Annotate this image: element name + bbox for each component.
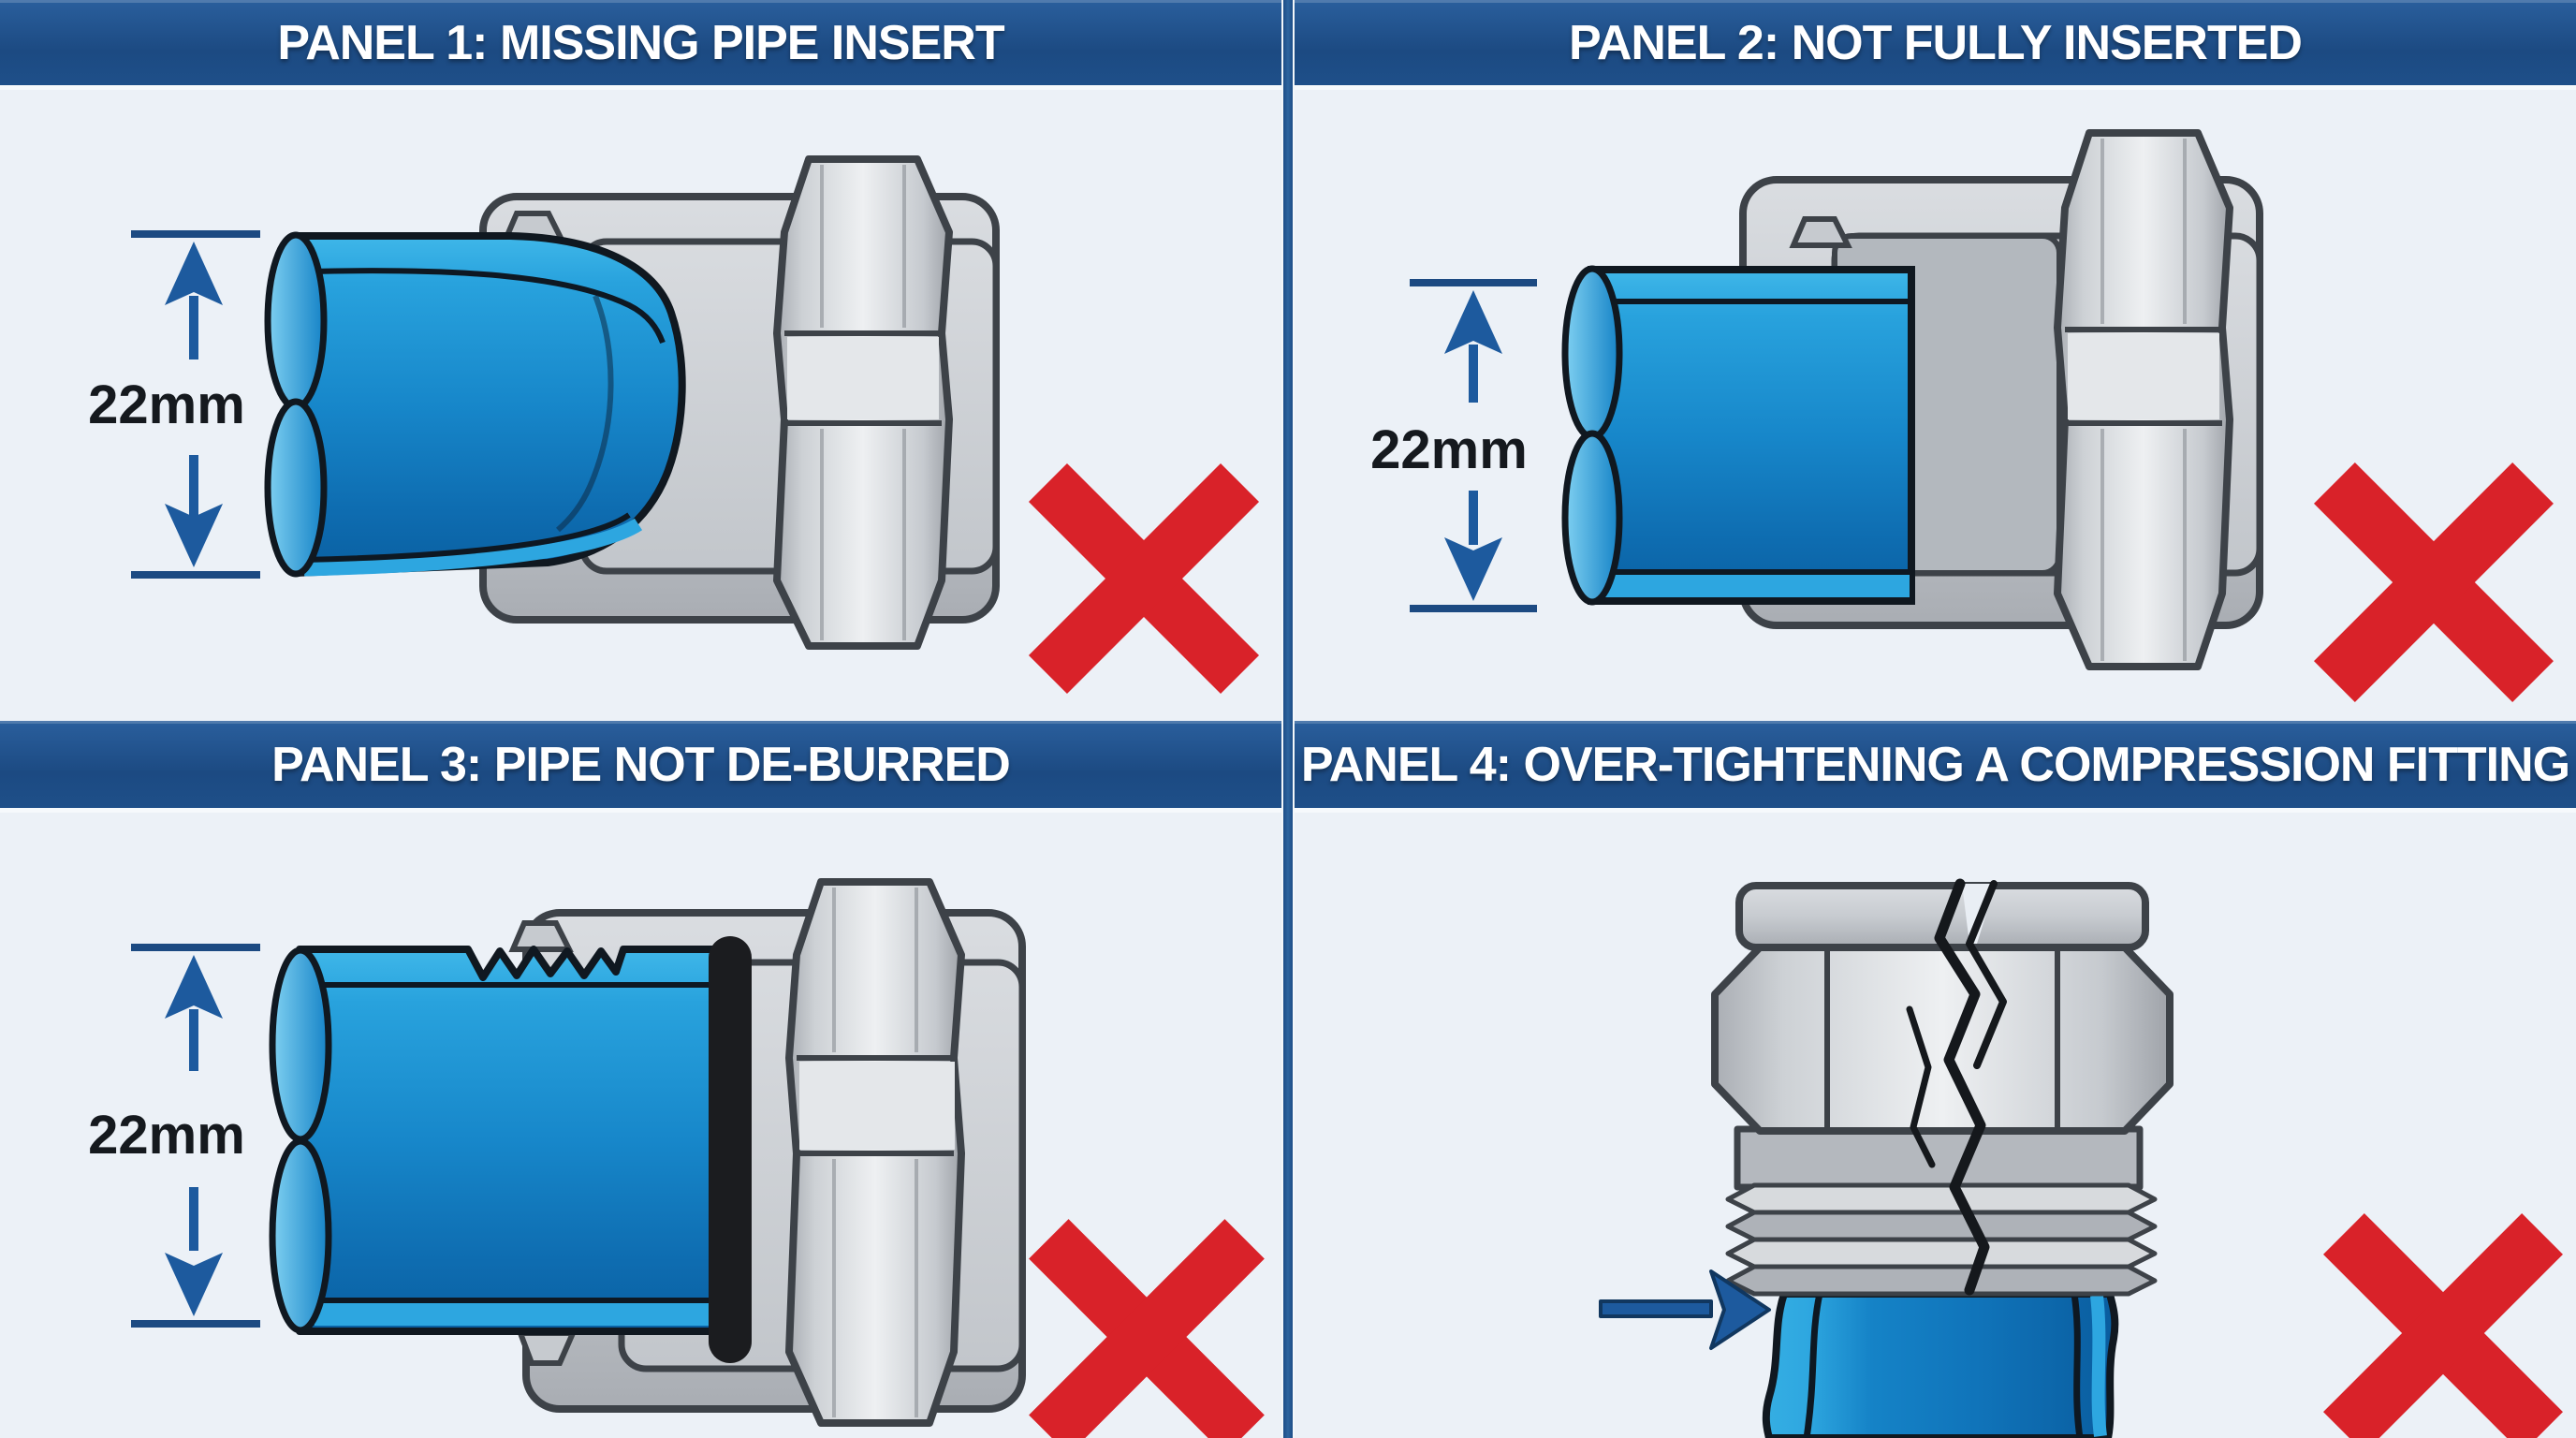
panel1-title: PANEL 1: MISSING PIPE INSERT: [277, 15, 1004, 70]
dimension-arrowhead-up-icon: [165, 242, 223, 305]
crack: [1906, 878, 2007, 1296]
pipe-rim-strip: [2090, 1295, 2107, 1437]
compression-nut: [773, 155, 953, 650]
pipe-rim-strip: [1595, 575, 1910, 597]
thread-ridge: [1725, 1210, 2158, 1242]
crack-branch: [1906, 1005, 1936, 1168]
dimension-22mm: 22mm: [88, 230, 260, 579]
cross-bar: [1029, 1219, 1265, 1438]
nut-mid-band: [2068, 333, 2219, 419]
nut-mid-band: [799, 1062, 955, 1150]
crack-main: [1934, 878, 1990, 1296]
dimension-shaft: [1469, 345, 1478, 403]
pipe-wall: [1588, 266, 1915, 605]
dimension-arrowhead-up-icon: [165, 955, 223, 1019]
pipe-bore-line-top: [310, 268, 666, 345]
panel3-illustration: 22mm: [88, 878, 1265, 1438]
dimension-22mm: 22mm: [88, 944, 260, 1328]
pipe-rim-strip: [303, 518, 643, 577]
thread-ridge: [1725, 1264, 2158, 1297]
pipe-wall-jagged-edge: [296, 946, 730, 1335]
dimension-label: 22mm: [1370, 419, 1528, 480]
pipe-dent-crease: [556, 294, 614, 533]
nut-mid-band: [787, 337, 939, 419]
dimension-shaft: [189, 296, 198, 360]
dimension-shaft: [189, 1009, 198, 1071]
dimension-shaft: [189, 455, 198, 517]
cross-icon: [2323, 1213, 2563, 1438]
panel-divider: [1281, 0, 1295, 1438]
thread-ridge: [1725, 1182, 2158, 1215]
dimension-arrowhead-down-icon: [165, 504, 223, 567]
pipe-bore-line-right: [2071, 1293, 2084, 1438]
dimension-shaft: [189, 1187, 198, 1251]
pipe-burred: [269, 946, 730, 1335]
nut-hex-band: [1711, 944, 2174, 1135]
o-ring: [709, 936, 752, 1363]
insert-guide-tab: [1789, 216, 1852, 248]
dimension-arrowhead-down-icon: [1444, 537, 1502, 601]
panel2-title: PANEL 2: NOT FULLY INSERTED: [1569, 15, 2303, 70]
cross-icon: [1028, 462, 1260, 695]
arrow-head: [1709, 1269, 1771, 1350]
panel1-header: PANEL 1: MISSING PIPE INSERT: [0, 0, 1281, 90]
dimension-arrowhead-up-icon: [1444, 290, 1502, 354]
pipe-end-lens-top: [264, 231, 328, 411]
pipe-end-lens-top: [1561, 265, 1623, 441]
pipe-crushed: [1762, 1290, 2119, 1438]
thread-ridge: [1725, 1237, 2158, 1269]
panel2-illustration: 22mm: [1370, 129, 2554, 702]
compression-nut: [2054, 129, 2233, 670]
pipe-end-lens-bottom: [269, 1137, 332, 1334]
panel1-illustration: 22mm: [88, 155, 1260, 695]
cross-icon: [2314, 462, 2554, 702]
collar: [1734, 1125, 2144, 1191]
dimension-label: 22mm: [88, 374, 245, 435]
pipe-rim-strip: [315, 1303, 723, 1326]
pipe-end-lens-top: [269, 946, 332, 1143]
panel3-title: PANEL 3: PIPE NOT DE-BURRED: [271, 737, 1011, 792]
compression-nut: [785, 878, 965, 1427]
dimension-shaft: [1469, 491, 1478, 545]
pipe-partially-inserted: [1561, 265, 1915, 606]
threaded-section: [1725, 1125, 2158, 1297]
panel4-illustration: [1599, 878, 2563, 1438]
pipe-bore-line-bottom: [301, 512, 631, 563]
pipe-deformed: [264, 231, 686, 578]
cross-icon: [1029, 1219, 1265, 1438]
dimension-arrowhead-down-icon: [165, 1253, 223, 1316]
cross-bar: [2323, 1213, 2563, 1438]
pipe-wall: [1762, 1290, 2119, 1438]
insert-guide-tab: [508, 920, 574, 952]
dimension-label: 22mm: [88, 1105, 245, 1166]
cross-bar: [1028, 462, 1260, 695]
pipe-end-lens-bottom: [264, 398, 328, 578]
cross-bar: [2314, 462, 2554, 702]
pipe-bore-line-left: [1803, 1293, 1823, 1438]
arrow-shaft: [1599, 1299, 1713, 1318]
panel2-header: PANEL 2: NOT FULLY INSERTED: [1295, 0, 2576, 90]
crack-secondary: [1966, 880, 2007, 1069]
pointer-arrow-icon: [1599, 1269, 1771, 1350]
panel4-header: PANEL 4: OVER-TIGHTENING A COMPRESSION F…: [1295, 721, 2576, 813]
pipe-wall: [291, 232, 686, 577]
dimension-22mm: 22mm: [1370, 279, 1537, 612]
pipe-end-lens-bottom: [1561, 430, 1623, 606]
panel3-header: PANEL 3: PIPE NOT DE-BURRED: [0, 721, 1281, 813]
panel4-title: PANEL 4: OVER-TIGHTENING A COMPRESSION F…: [1300, 737, 2570, 792]
